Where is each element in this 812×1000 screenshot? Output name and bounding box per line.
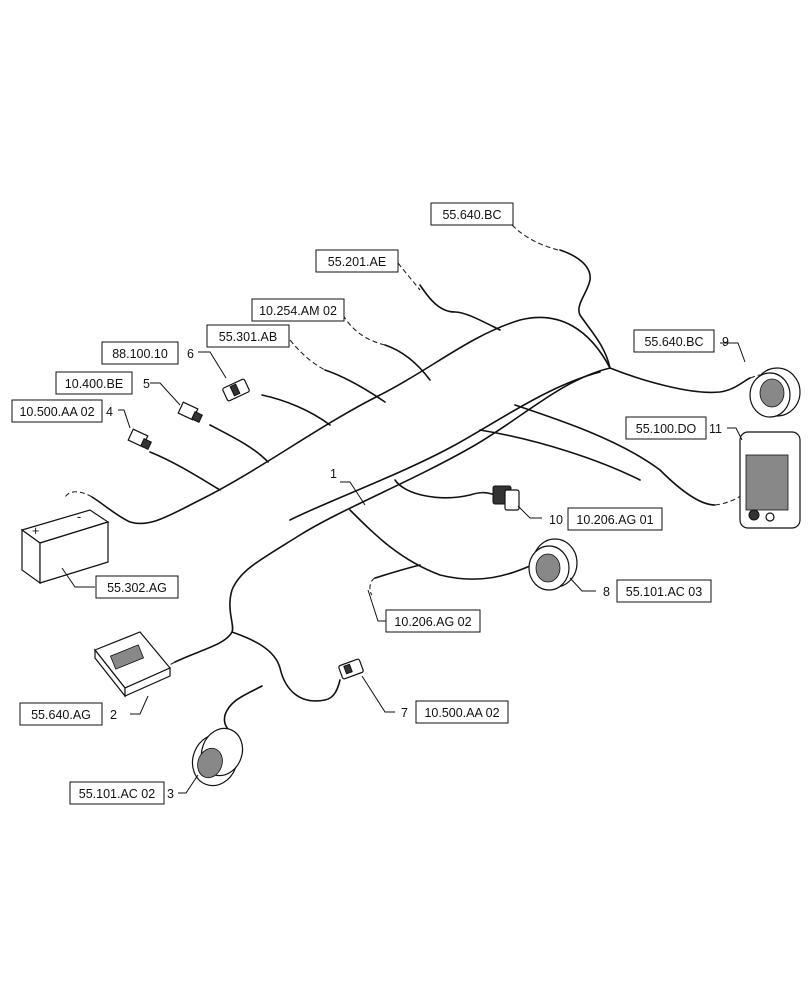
ref-55640ag[interactable]: 55.640.AG: [19, 702, 103, 726]
connector-7-icon: [338, 658, 364, 680]
ref-10254am02[interactable]: 10.254.AM 02: [251, 298, 345, 322]
ref-88100-10[interactable]: 88.100.10: [101, 341, 179, 365]
ref-label: 55.302.AG: [107, 581, 167, 595]
round-connector-8-icon: [528, 538, 578, 591]
ref-label: 55.201.AE: [328, 255, 386, 269]
ref-label: 55.640.BC: [442, 208, 501, 222]
branch-201ae: [419, 284, 501, 331]
battery-icon: + -: [20, 509, 110, 585]
ref-label: 55.100.DO: [636, 422, 697, 436]
ref-label: 55.640.BC: [644, 335, 703, 349]
connector-6-icon: [222, 378, 250, 402]
svg-text:+: +: [32, 524, 39, 538]
harness-wires: [91, 249, 751, 739]
ref-label: 88.100.10: [112, 347, 168, 361]
item-number-6: 6: [187, 347, 194, 361]
item-number-5: 5: [143, 377, 150, 391]
item-numbers: 1 2 3 4 5 6 7 8 9 10 11: [106, 335, 729, 801]
ref-55302ag[interactable]: 55.302.AG: [95, 575, 179, 599]
item-number-7: 7: [401, 706, 408, 720]
item-number-3: 3: [167, 787, 174, 801]
ecu-module-icon: [94, 631, 171, 698]
ref-10500aa02-left[interactable]: 10.500.AA 02: [11, 399, 103, 423]
ref-10206ag01[interactable]: 10.206.AG 01: [567, 507, 663, 531]
item-number-10: 10: [549, 513, 563, 527]
item-number-9: 9: [722, 335, 729, 349]
connector-10-icon: [492, 485, 520, 511]
connector-5-icon: [177, 401, 203, 423]
ref-label: 10.500.AA 02: [424, 706, 499, 720]
ref-label: 55.301.AB: [219, 330, 277, 344]
ref-55640bc-right[interactable]: 55.640.BC: [633, 329, 715, 353]
ref-55640bc-top[interactable]: 55.640.BC: [430, 202, 514, 226]
connector-4-icon: [127, 428, 152, 450]
ref-55101ac03[interactable]: 55.101.AC 03: [616, 579, 712, 603]
ref-label: 10.206.AG 02: [394, 615, 471, 629]
ref-55100do[interactable]: 55.100.DO: [625, 416, 707, 440]
item-number-1: 1: [330, 467, 337, 481]
leader-lines: [61, 342, 746, 794]
ref-label: 55.640.AG: [31, 708, 91, 722]
ref-10500aa02-bottom[interactable]: 10.500.AA 02: [415, 700, 509, 724]
ref-10400be[interactable]: 10.400.BE: [55, 371, 133, 395]
item-number-8: 8: [603, 585, 610, 599]
ref-label: 10.500.AA 02: [19, 405, 94, 419]
ref-55201ae[interactable]: 55.201.AE: [315, 249, 399, 273]
ref-label: 10.254.AM 02: [259, 304, 337, 318]
trunk-lower: [289, 371, 601, 521]
svg-text:-: -: [77, 510, 81, 524]
branch-11: [514, 404, 716, 506]
item-number-4: 4: [106, 405, 113, 419]
item-number-2: 2: [110, 708, 117, 722]
round-connector-3-icon: [191, 727, 244, 787]
fuse-box-icon: [739, 431, 801, 529]
ref-label: 10.206.AG 01: [576, 513, 653, 527]
branch-9: [609, 367, 751, 394]
ref-label: 55.101.AC 02: [79, 787, 155, 801]
item-number-11: 11: [709, 422, 722, 436]
ref-55301ab[interactable]: 55.301.AB: [206, 324, 290, 348]
upper-trunk: [91, 316, 611, 525]
round-connector-9-icon: [749, 367, 801, 418]
ref-10206ag02[interactable]: 10.206.AG 02: [385, 609, 481, 633]
branch-top-bc: [559, 249, 611, 369]
ref-label: 10.400.BE: [65, 377, 123, 391]
ref-label: 55.101.AC 03: [626, 585, 702, 599]
ref-55101ac02[interactable]: 55.101.AC 02: [69, 781, 165, 805]
